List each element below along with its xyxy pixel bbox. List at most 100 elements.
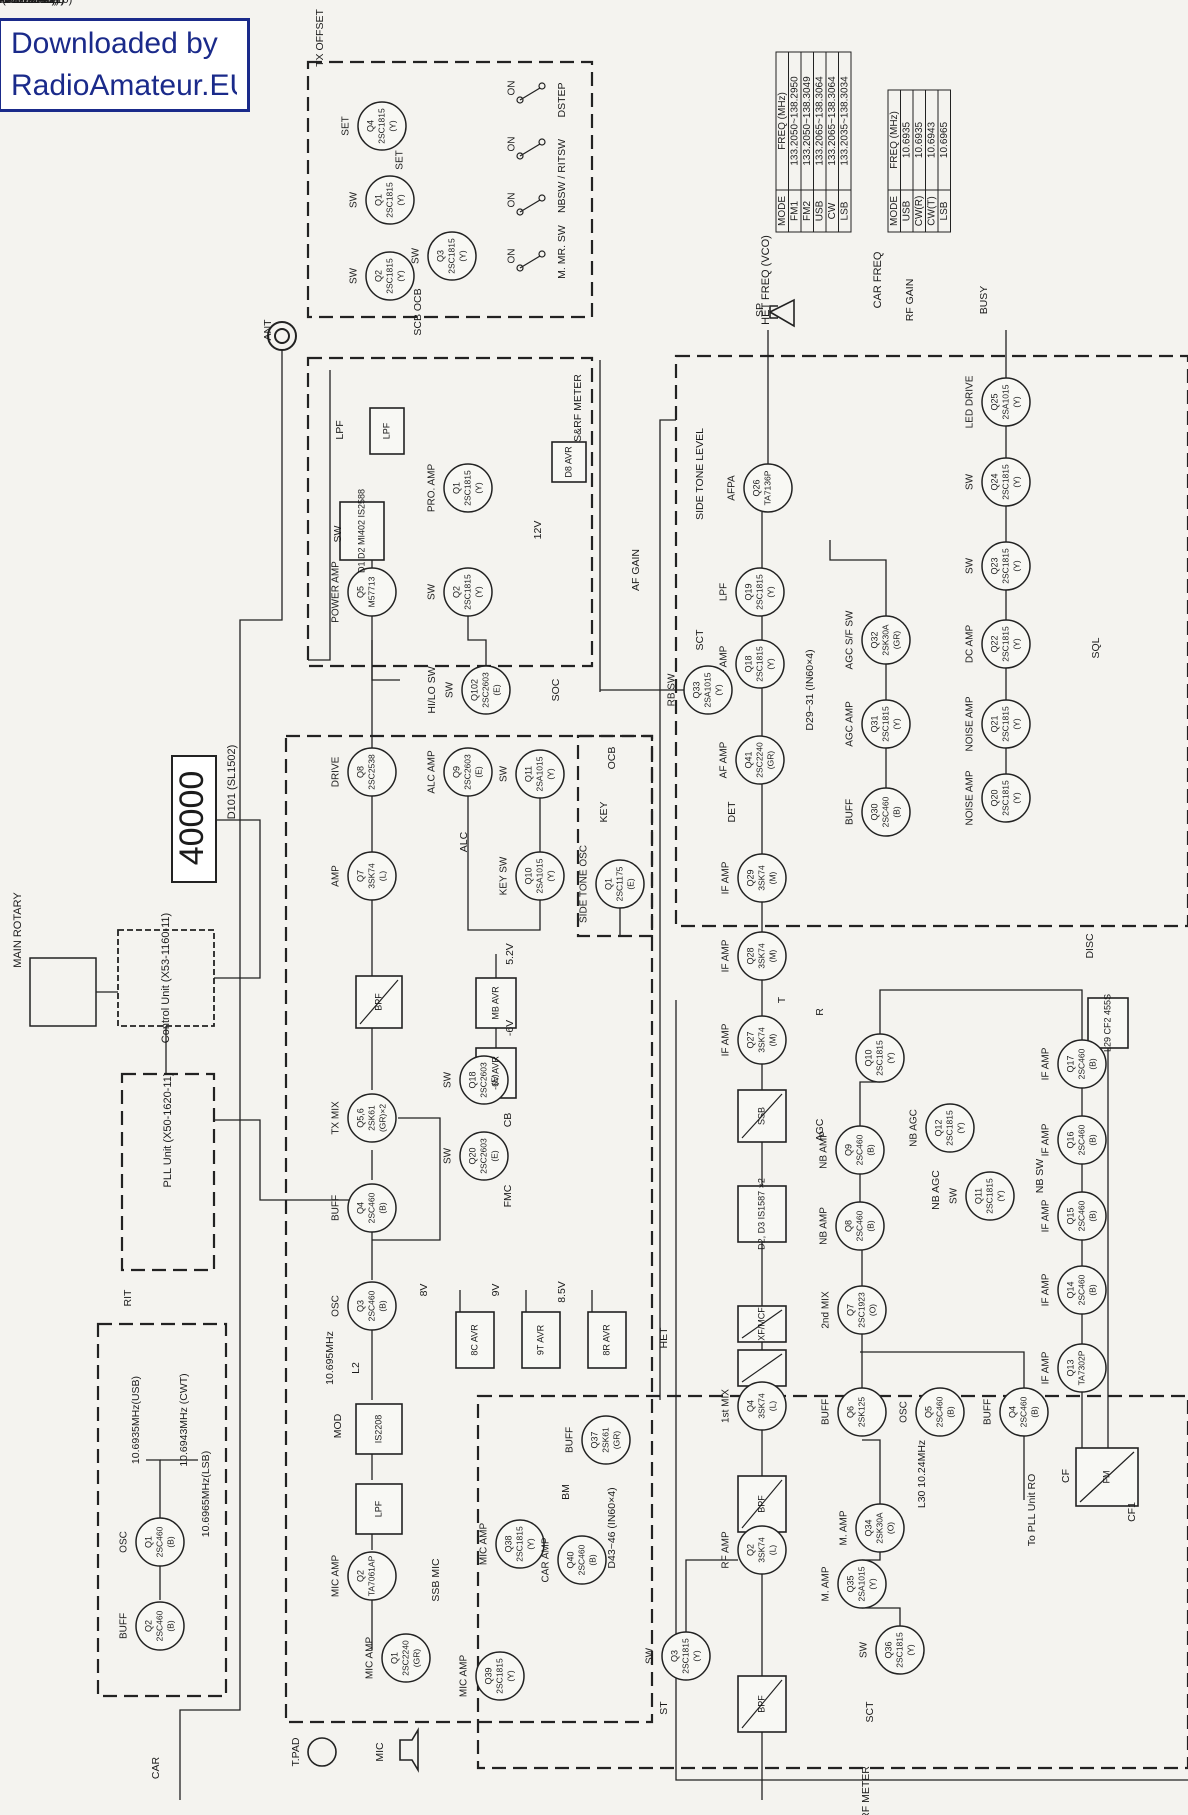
label-nbagc: NB AGC — [930, 1170, 942, 1210]
transistor-function: AF AMP — [719, 645, 730, 682]
block-d8 — [551, 441, 587, 483]
label-bm: BM — [560, 1484, 572, 1500]
wire — [685, 1559, 738, 1632]
label-l30: L30 10.24MHz — [916, 1440, 928, 1508]
272 — [284, 734, 654, 1724]
block-mb — [475, 977, 517, 1029]
transistor-part: 2SC1815 — [874, 1040, 884, 1076]
transistor-function: RF AMP — [721, 1531, 732, 1569]
transistor-name: Q1 — [451, 482, 461, 494]
transistor-symbol — [459, 1131, 509, 1181]
label-mic: MIC — [374, 1742, 386, 1762]
transistor-function: BUFF — [565, 1427, 576, 1453]
transistor-name: Q18 — [467, 1071, 477, 1088]
transistor-grade: (M) — [767, 1033, 777, 1046]
wire — [879, 989, 1083, 1040]
transistor-part: 2SA1015 — [702, 672, 712, 707]
label-cb: CB — [502, 1113, 514, 1128]
transistor-function: SW — [499, 765, 510, 782]
transistor-function: BUFF — [983, 1399, 994, 1425]
label-tpad: T.PAD — [290, 1737, 302, 1766]
block-label: BPF — [756, 1695, 766, 1713]
transistor-symbol — [737, 1381, 787, 1431]
label-alc: ALC — [458, 831, 470, 852]
label-het: HET — [658, 1327, 670, 1349]
transistor-grade: (B) — [1087, 1134, 1097, 1146]
transistor-name: Q6 — [845, 1406, 855, 1418]
transistor-grade: (B) — [377, 1202, 387, 1214]
transistor-name: Q3 — [355, 1300, 365, 1312]
transistor-symbol — [735, 567, 785, 617]
transistor-grade: (GR) — [765, 751, 775, 770]
transistor-symbol — [347, 851, 397, 901]
speaker-icon — [768, 298, 795, 328]
transistor-symbol — [595, 859, 645, 909]
unit-title: Side Tone Unit (X52-1140-10) — [0, 0, 72, 6]
transistor-function: SW — [349, 191, 360, 208]
het-freq-table-mode: LSB — [839, 201, 850, 220]
transistor-grade: (Y) — [765, 586, 775, 598]
block-d1d2 — [339, 501, 385, 561]
transistor-symbol — [999, 1387, 1049, 1437]
block-label: FM — [1101, 1471, 1111, 1484]
car-freq-table-mode: MODE — [889, 196, 900, 226]
het-freq-table-freq: 133.2065~138.3064 — [814, 76, 825, 166]
transistor-symbol — [347, 747, 397, 797]
block-label: IS2208 — [373, 1415, 383, 1444]
transistor-grade: (Y) — [1011, 638, 1021, 650]
unit-title: Final Unit (X45-1140-11) — [0, 0, 59, 6]
main-rotary-label: MAIN ROTARY — [12, 892, 24, 968]
transistor-symbol — [737, 1015, 787, 1065]
switch-contact — [516, 264, 524, 272]
transistor-part: 2SK61 — [600, 1427, 610, 1453]
transistor-function: MIC AMP — [365, 1637, 376, 1680]
label-mod: MOD — [332, 1413, 344, 1438]
filter-glyph — [741, 1679, 783, 1729]
wire — [862, 1607, 901, 1626]
transistor-part: 2SC460 — [366, 1290, 376, 1321]
wire — [146, 1459, 161, 1518]
transistor-name: Q1 — [373, 194, 383, 206]
control-unit-box — [117, 929, 215, 1027]
295 — [306, 60, 594, 319]
transistor-name: Q27 — [745, 1031, 755, 1048]
transistor-part: 2SC460 — [934, 1396, 944, 1427]
label-afgain: AF GAIN — [630, 549, 642, 591]
transistor-symbol — [981, 457, 1031, 507]
car-freq-table-freq: 10.6935 — [901, 121, 912, 158]
transistor-name: Q20 — [467, 1147, 477, 1164]
unit-title: RX Unit (X55-1260-11) — [0, 0, 56, 6]
transistor-symbol — [1057, 1191, 1107, 1241]
transistor-symbol — [735, 639, 785, 689]
label-final-sw: SW — [332, 525, 344, 542]
transistor-part: 2SC1815 — [514, 1526, 524, 1562]
filter-glyph — [741, 1093, 783, 1139]
wire — [372, 1117, 441, 1241]
transistor-part: 2SC1815 — [754, 646, 764, 682]
transistor-symbol — [737, 853, 787, 903]
transistor-function: IF AMP — [1041, 1047, 1052, 1080]
transistor-grade: (B) — [945, 1406, 955, 1418]
transistor-name: Q10 — [863, 1049, 873, 1066]
transistor-function: IF AMP — [721, 939, 732, 972]
transistor-part: 2SC2603 — [480, 672, 490, 708]
transistor-part: 2SC2603 — [462, 754, 472, 790]
transistor-part: 2SK30A — [880, 624, 890, 656]
led-display — [171, 755, 217, 883]
transistor-name: Q20 — [989, 789, 999, 806]
